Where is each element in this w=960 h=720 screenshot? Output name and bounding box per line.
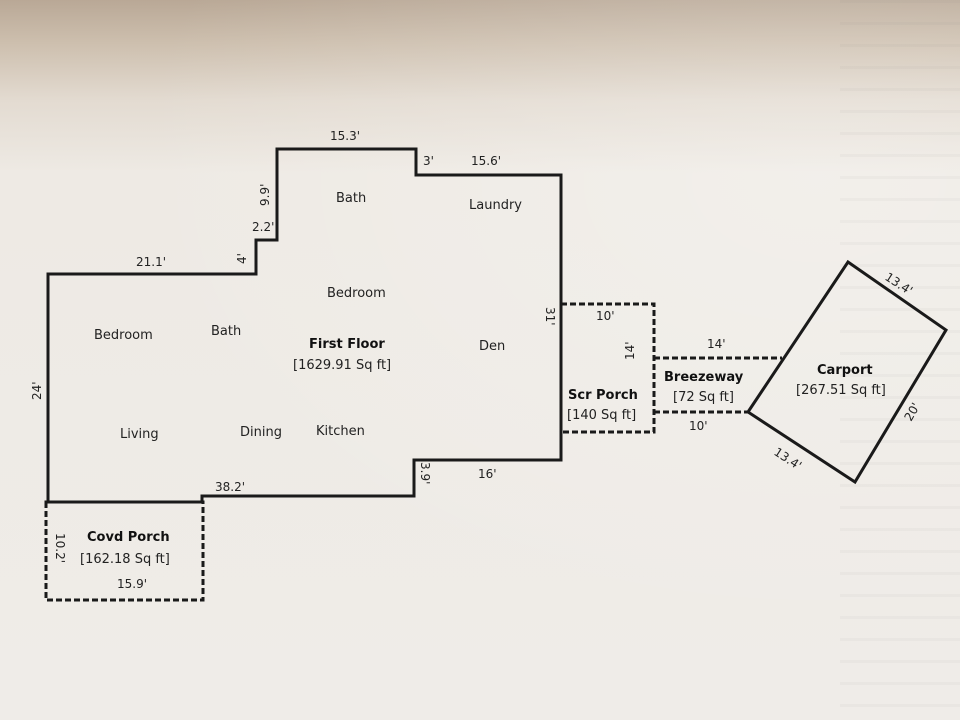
first-floor-area: [1629.91 Sq ft]	[293, 358, 391, 373]
dim-step-bottom: 3.9'	[418, 462, 432, 484]
scr-porch-dim-top: 10'	[596, 309, 615, 323]
room-label-living: Living	[120, 427, 159, 442]
breezeway-dim-bottom: 10'	[689, 419, 708, 433]
room-label-bedroom-center: Bedroom	[327, 286, 386, 301]
dim-step-small: 2.2'	[252, 220, 274, 234]
carport-dim-top: 13.4'	[882, 270, 915, 298]
dim-bottom-right: 16'	[478, 467, 497, 481]
room-label-bath-left: Bath	[211, 324, 241, 339]
covd-porch-outline	[44, 500, 205, 602]
carport-area: [267.51 Sq ft]	[796, 383, 886, 398]
room-label-den: Den	[479, 339, 505, 354]
breezeway-dim-top: 14'	[707, 337, 726, 351]
dim-left-upper-vert: 9.9'	[258, 184, 272, 206]
covd-porch-area: [162.18 Sq ft]	[80, 552, 170, 567]
dim-step-top: 3'	[423, 154, 434, 168]
dim-top: 15.3'	[330, 129, 360, 143]
room-label-bedroom-left: Bedroom	[94, 328, 153, 343]
scr-porch-title: Scr Porch	[568, 388, 638, 403]
room-label-kitchen: Kitchen	[316, 424, 365, 439]
dim-top-left: 21.1'	[136, 255, 166, 269]
room-label-laundry: Laundry	[469, 198, 522, 213]
scr-porch-outline	[559, 302, 656, 434]
first-floor-outline	[46, 147, 563, 504]
bleed-through-text	[840, 0, 960, 720]
scr-porch-area: [140 Sq ft]	[567, 408, 636, 423]
dim-top-right: 15.6'	[471, 154, 501, 168]
covd-porch-dim-side: 10.2'	[53, 533, 67, 563]
room-label-bath-upper: Bath	[336, 191, 366, 206]
dim-step-4: 4'	[235, 253, 249, 264]
breezeway-area: [72 Sq ft]	[673, 390, 734, 405]
carport-dim-bottom: 13.4'	[771, 445, 804, 473]
breezeway-dim-side: 14'	[623, 341, 637, 360]
breezeway-title: Breezeway	[664, 370, 744, 385]
dim-left-side: 24'	[30, 381, 44, 400]
carport-dim-right: 20'	[901, 400, 922, 423]
first-floor-title: First Floor	[309, 337, 385, 352]
covd-porch-dim-bottom: 15.9'	[117, 577, 147, 591]
dim-right-side: 31'	[543, 307, 557, 326]
carport-outline	[745, 259, 949, 485]
carport-title: Carport	[817, 363, 873, 378]
covd-porch-title: Covd Porch	[87, 530, 170, 545]
room-label-dining: Dining	[240, 425, 282, 440]
dim-bottom-left: 38.2'	[215, 480, 245, 494]
